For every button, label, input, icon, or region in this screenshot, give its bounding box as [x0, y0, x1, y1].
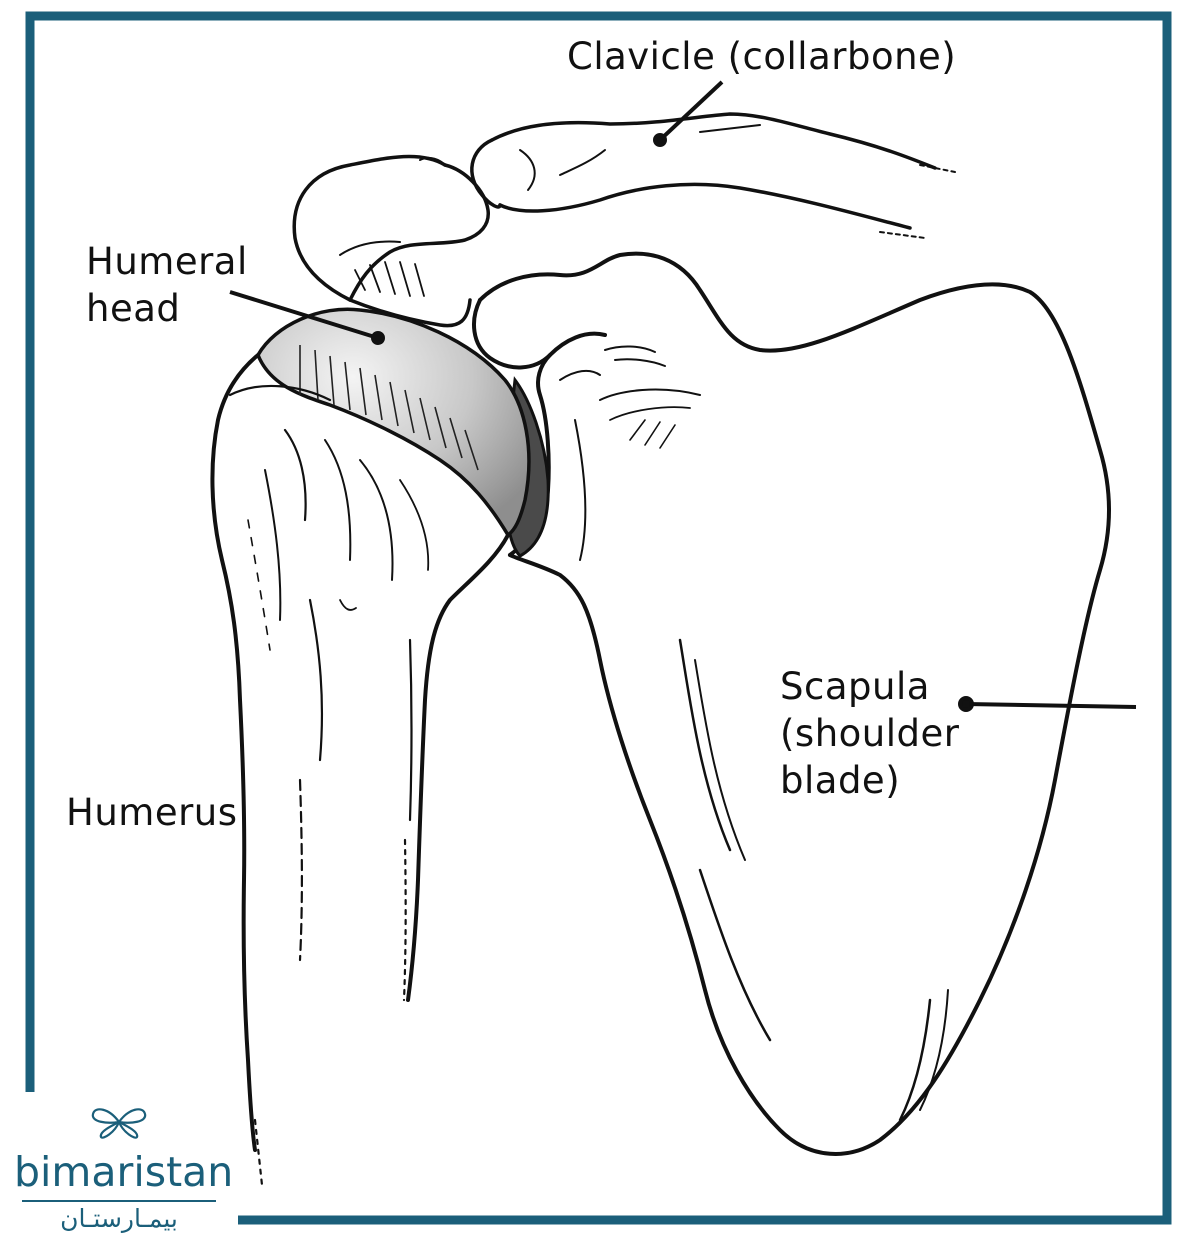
acromion — [292, 154, 490, 328]
frame-border — [25, 11, 1172, 1225]
humerus-label: Humerus — [66, 791, 238, 834]
humeral-head-label-line2: head — [86, 287, 181, 330]
clavicle-bone — [470, 112, 956, 239]
clavicle-leader-dot — [653, 133, 667, 147]
logo-wordmark: bimaristan — [14, 1148, 234, 1196]
logo-divider — [22, 1200, 216, 1202]
bimaristan-logo: bimaristan بيمـارستـان — [14, 1098, 233, 1238]
butterfly-icon — [91, 1108, 147, 1139]
clavicle-label: Clavicle (collarbone) — [567, 35, 957, 78]
humerus-bone — [210, 353, 510, 1187]
scapula-leader — [965, 702, 1137, 709]
leader-lines — [229, 80, 1137, 712]
scapula-label-line3: blade) — [780, 759, 901, 802]
scapula-leader-dot — [958, 696, 974, 712]
scapula-label-line1: Scapula — [780, 665, 930, 708]
humeral-head-leader — [229, 290, 379, 340]
humeral-head — [256, 307, 531, 538]
clavicle-leader — [658, 80, 724, 142]
humeral-head-label-line1: Humeral — [86, 240, 248, 283]
scapula-label-line2: (shoulder — [780, 712, 960, 755]
logo-arabic-wordmark: بيمـارستـان — [60, 1204, 178, 1233]
humeral-head-leader-dot — [371, 331, 385, 345]
scapula-bone — [472, 251, 1111, 1156]
